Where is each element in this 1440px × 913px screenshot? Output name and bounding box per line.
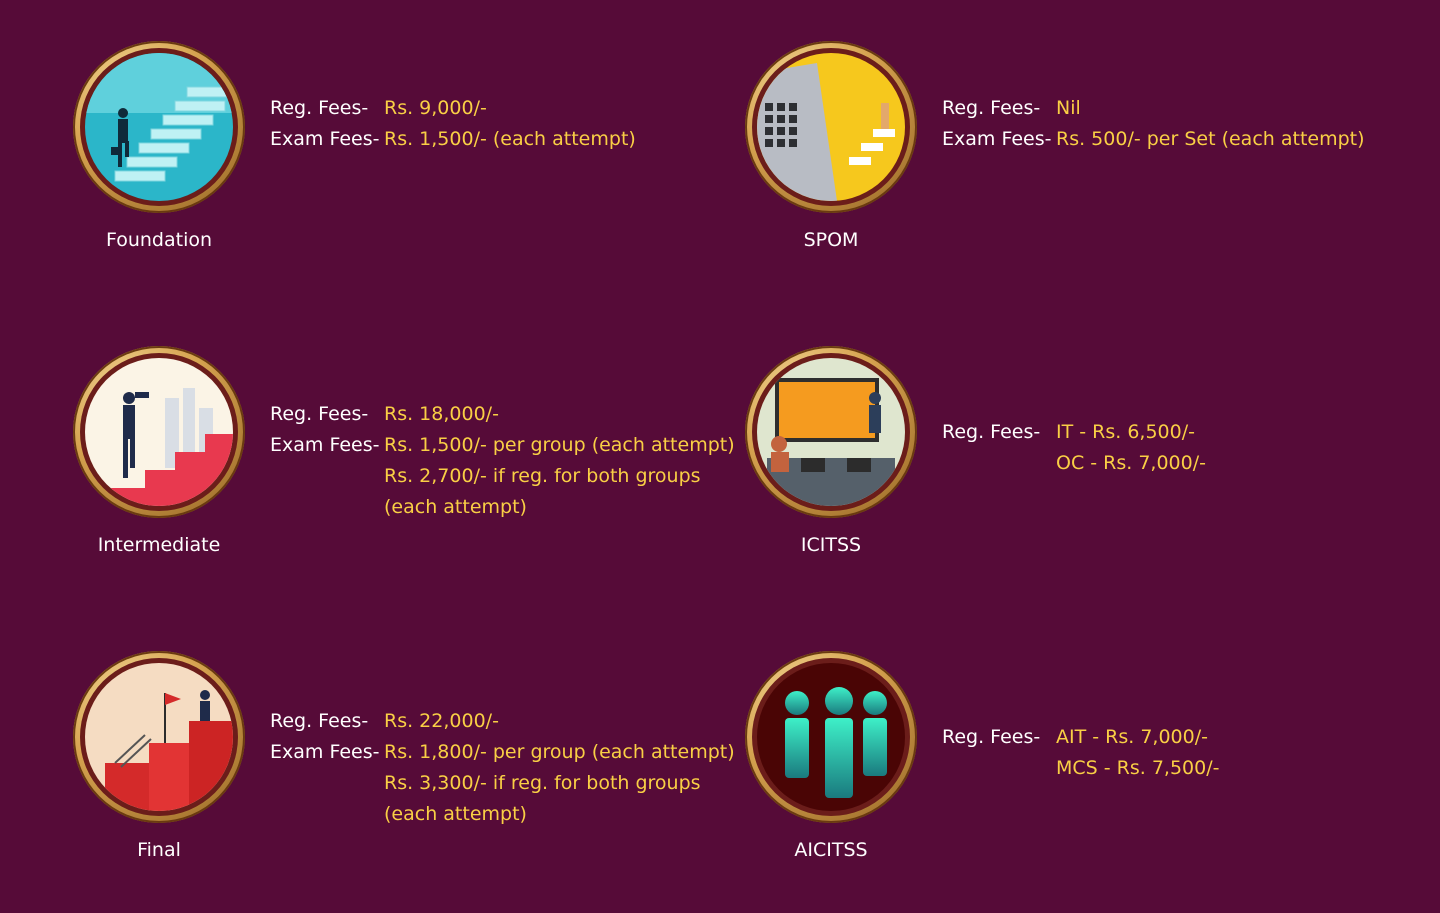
- reg-fees-value: OC - Rs. 7,000/-: [1056, 452, 1206, 474]
- exam-fees-label: Exam Fees-: [942, 128, 1052, 150]
- fee-details: Reg. Fees- Rs. 18,000/- Exam Fees- Rs. 1…: [270, 399, 735, 523]
- reg-fees-value: Nil: [1056, 97, 1081, 119]
- course-name: SPOM: [803, 229, 859, 251]
- medal-frame: [73, 346, 245, 518]
- course-card-spom: SPOM Reg. Fees- Nil Exam Fees- Rs. 500/-…: [745, 41, 1440, 281]
- course-name: Final: [137, 839, 181, 861]
- fee-details: Reg. Fees- AIT - Rs. 7,000/- MCS - Rs. 7…: [942, 722, 1220, 784]
- reg-fees-label: Reg. Fees-: [942, 421, 1041, 443]
- reg-fees-value: Rs. 22,000/-: [384, 710, 499, 732]
- reg-fees-label: Reg. Fees-: [942, 726, 1041, 748]
- reg-fees-label: Reg. Fees-: [270, 97, 369, 119]
- course-card-aicitss: AICITSS Reg. Fees- AIT - Rs. 7,000/- MCS…: [745, 651, 1440, 891]
- exam-fees-value: (each attempt): [384, 496, 527, 518]
- exam-fees-value: Rs. 2,700/- if reg. for both groups: [384, 465, 701, 487]
- course-name: Foundation: [105, 229, 213, 251]
- medal-frame: [73, 41, 245, 213]
- reg-fees-value: AIT - Rs. 7,000/-: [1056, 726, 1208, 748]
- medal-frame: [73, 651, 245, 823]
- exam-fees-label: Exam Fees-: [270, 128, 380, 150]
- staircase-businessman-icon: [85, 53, 233, 201]
- reg-fees-value: Rs. 18,000/-: [384, 403, 499, 425]
- businessman-binoculars-icon: [85, 358, 233, 506]
- exam-fees-value: (each attempt): [384, 803, 527, 825]
- course-name: AICITSS: [794, 839, 868, 861]
- flag-on-blocks-icon: [85, 663, 233, 811]
- exam-fees-value: Rs. 1,500/- per group (each attempt): [384, 434, 735, 456]
- reg-fees-value: MCS - Rs. 7,500/-: [1056, 757, 1220, 779]
- course-card-icitss: ICITSS Reg. Fees- IT - Rs. 6,500/- OC - …: [745, 346, 1440, 586]
- reg-fees-label: Reg. Fees-: [270, 403, 369, 425]
- reg-fees-value: IT - Rs. 6,500/-: [1056, 421, 1195, 443]
- fee-details: Reg. Fees- Nil Exam Fees- Rs. 500/- per …: [942, 93, 1365, 155]
- reg-fees-label: Reg. Fees-: [942, 97, 1041, 119]
- team-people-icon: [757, 663, 905, 811]
- course-name: Intermediate: [97, 534, 221, 556]
- exam-fees-label: Exam Fees-: [270, 741, 380, 763]
- fee-details: Reg. Fees- Rs. 9,000/- Exam Fees- Rs. 1,…: [270, 93, 636, 155]
- exam-fees-value: Rs. 1,800/- per group (each attempt): [384, 741, 735, 763]
- medal-frame: [745, 41, 917, 213]
- medal-frame: [745, 651, 917, 823]
- reg-fees-value: Rs. 9,000/-: [384, 97, 487, 119]
- medal-frame: [745, 346, 917, 518]
- course-name: ICITSS: [800, 534, 862, 556]
- course-card-foundation: Foundation Reg. Fees- Rs. 9,000/- Exam F…: [73, 41, 773, 281]
- course-card-intermediate: Intermediate Reg. Fees- Rs. 18,000/- Exa…: [73, 346, 773, 586]
- fee-details: Reg. Fees- Rs. 22,000/- Exam Fees- Rs. 1…: [270, 706, 735, 830]
- fee-details: Reg. Fees- IT - Rs. 6,500/- OC - Rs. 7,0…: [942, 417, 1206, 479]
- exam-fees-value: Rs. 500/- per Set (each attempt): [1056, 128, 1365, 150]
- exam-fees-value: Rs. 3,300/- if reg. for both groups: [384, 772, 701, 794]
- exam-fees-value: Rs. 1,500/- (each attempt): [384, 128, 636, 150]
- reg-fees-label: Reg. Fees-: [270, 710, 369, 732]
- course-card-final: Final Reg. Fees- Rs. 22,000/- Exam Fees-…: [73, 651, 773, 891]
- classroom-training-icon: [757, 358, 905, 506]
- laptop-steps-icon: [757, 53, 905, 201]
- exam-fees-label: Exam Fees-: [270, 434, 380, 456]
